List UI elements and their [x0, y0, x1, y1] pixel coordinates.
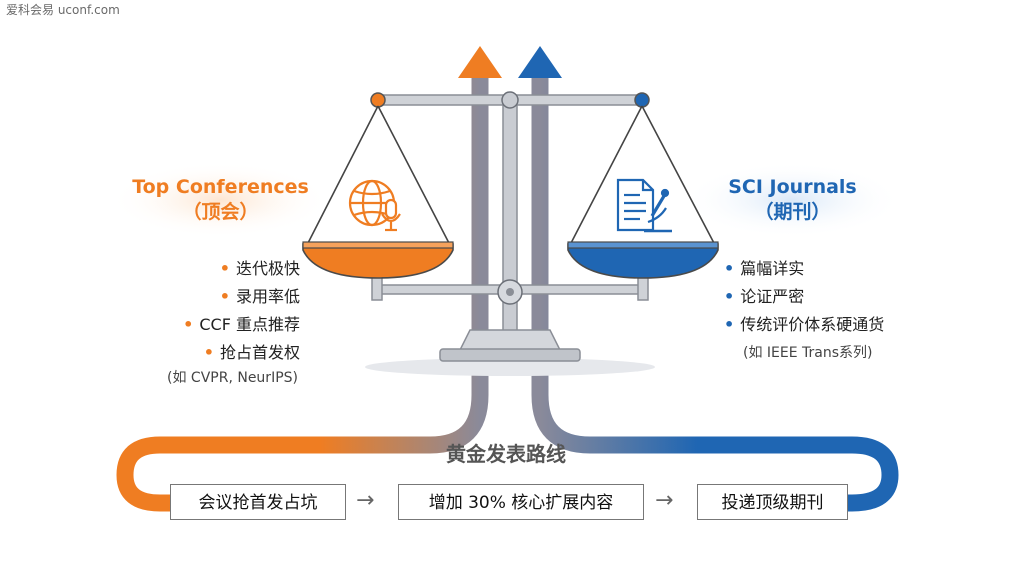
list-item-text: 录用率低: [235, 287, 300, 306]
list-item: • 传统评价体系硬通货: [724, 311, 884, 339]
sci-journals-title-text: SCI Journals: [728, 176, 857, 198]
bullet-icon: •: [203, 343, 214, 362]
journal-examples-note: (如 IEEE Trans系列): [743, 345, 873, 361]
right-title-glow: [682, 162, 902, 238]
golden-route-title: 黄金发表路线: [446, 442, 566, 466]
sci-journals-title: SCI Journals （期刊）: [700, 175, 885, 225]
list-item-text: 篇幅详实: [740, 259, 805, 278]
orange-arrowhead: [458, 46, 502, 78]
right-pan: [567, 243, 719, 279]
route-step-conference: 会议抢首发占坑: [170, 484, 346, 520]
list-item: • 抢占首发权: [183, 339, 300, 367]
sci-journals-subtitle: （期刊）: [754, 201, 831, 223]
orange-route-line: [116, 75, 489, 512]
list-item-text: 传统评价体系硬通货: [740, 315, 885, 334]
top-conferences-title-text: Top Conferences: [132, 176, 309, 198]
bullet-icon: •: [724, 315, 735, 334]
right-arrow-icon: →: [655, 488, 674, 513]
list-item-text: 迭代极快: [235, 259, 300, 278]
list-item: • CCF 重点推荐: [183, 311, 300, 339]
scale-base-top: [458, 329, 562, 351]
right-string-b: [641, 105, 716, 246]
conference-feature-list: • 迭代极快 • 录用率低 • CCF 重点推荐 • 抢占首发权: [183, 255, 300, 367]
left-string-b: [377, 105, 451, 246]
left-beam-pivot: [370, 92, 386, 108]
bullet-icon: •: [724, 259, 735, 278]
blue-arrowhead: [518, 46, 562, 78]
list-item-text: CCF 重点推荐: [199, 315, 300, 334]
center-beam-pivot: [501, 91, 519, 109]
route-step-journal: 投递顶级期刊: [697, 484, 848, 520]
list-item: • 录用率低: [183, 283, 300, 311]
left-pan: [302, 243, 454, 279]
scale-shadow: [365, 358, 655, 376]
site-watermark: 爱科会易 uconf.com: [6, 3, 120, 17]
left-string-a: [306, 105, 379, 246]
right-pan-rim: [567, 241, 719, 249]
list-item-text: 抢占首发权: [219, 343, 300, 362]
list-item: • 论证严密: [724, 283, 884, 311]
scale-base: [439, 348, 581, 362]
left-title-glow: [110, 162, 330, 238]
right-arrow-icon: →: [356, 488, 375, 513]
list-item-text: 论证严密: [740, 287, 805, 306]
journal-feature-list: • 篇幅详实 • 论证严密 • 传统评价体系硬通货: [724, 255, 884, 339]
conference-examples-note: (如 CVPR, NeurIPS): [167, 370, 298, 386]
right-beam-pivot: [634, 92, 650, 108]
top-conferences-subtitle: （顶会）: [182, 201, 259, 223]
route-step-extend: 增加 30% 核心扩展内容: [398, 484, 644, 520]
bullet-icon: •: [724, 287, 735, 306]
list-item: • 迭代极快: [183, 255, 300, 283]
globe-microphone-icon: [348, 179, 401, 232]
list-item: • 篇幅详实: [724, 255, 884, 283]
left-pan-rim: [302, 241, 454, 249]
lower-beam-hub-dot: [506, 288, 514, 296]
top-conferences-title: Top Conferences （顶会）: [128, 175, 313, 225]
scale-pillar: [502, 99, 518, 346]
bullet-icon: •: [219, 287, 230, 306]
blue-route-line: [531, 75, 899, 512]
document-microscope-icon: [616, 178, 672, 233]
bullet-icon: •: [183, 315, 194, 334]
bullet-icon: •: [219, 259, 230, 278]
right-string-a: [569, 105, 643, 246]
